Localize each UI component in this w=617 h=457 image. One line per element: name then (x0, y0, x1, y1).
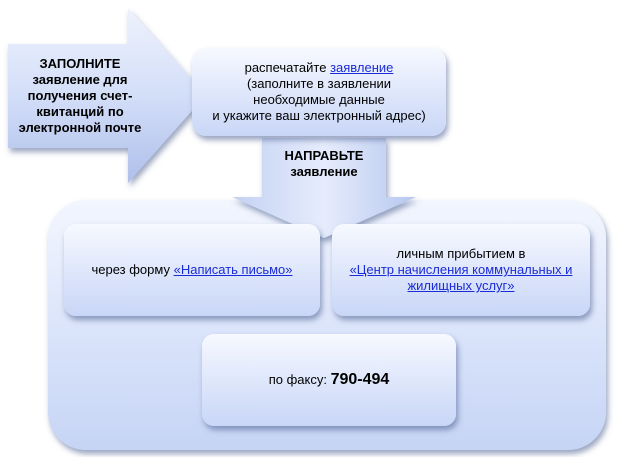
write-letter-link[interactable]: «Написать письмо» (173, 262, 293, 277)
send-arrow-shape (232, 138, 416, 238)
print-step-prefix: распечатайте (244, 60, 331, 75)
start-arrow-text: ЗАПОЛНИТЕ заявление для получения счет-к… (18, 56, 142, 135)
print-step-line2: (заполните в заявлении (246, 76, 392, 91)
print-step-line3: необходимые данные (253, 92, 385, 107)
send-arrow-line1: НАПРАВЬТЕ (284, 148, 364, 163)
option-form-prefix: через форму (91, 262, 174, 277)
start-arrow-shape (8, 8, 206, 183)
option-fax-card: по факсу: 790-494 (202, 334, 456, 426)
application-link[interactable]: заявление (330, 60, 394, 75)
send-arrow-line2: заявление (290, 164, 358, 179)
option-form-card: через форму «Написать письмо» (64, 224, 320, 316)
fax-number: 790-494 (330, 371, 390, 388)
print-step-card: распечатайте заявление (заполните в заяв… (192, 48, 446, 136)
billing-center-link[interactable]: «Центр начисления коммунальных и жилищны… (349, 262, 573, 293)
start-arrow-label: ЗАПОЛНИТЕ заявление для получения счет-к… (12, 48, 148, 144)
send-arrow-label: НАПРАВЬТЕ заявление (262, 146, 386, 182)
option-fax-prefix: по факсу: (268, 372, 331, 387)
print-step-line4: и укажите ваш электронный адрес) (212, 108, 426, 123)
option-in-person-card: личным прибытием в «Центр начисления ком… (332, 224, 590, 316)
option-in-person-prefix: личным прибытием в (396, 246, 526, 261)
